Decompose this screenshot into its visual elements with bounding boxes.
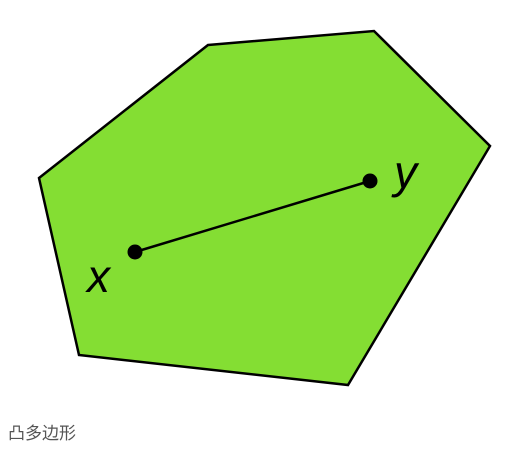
point-x-dot bbox=[127, 244, 143, 260]
figure-caption: 凸多边形 bbox=[8, 424, 76, 444]
point-y-label: y bbox=[391, 146, 420, 198]
convex-polygon bbox=[37, 29, 492, 387]
segment-x-y bbox=[134, 179, 371, 254]
point-x-label: x bbox=[85, 250, 112, 302]
point-y-dot bbox=[362, 173, 378, 189]
convex-polygon-diagram: x y bbox=[37, 29, 492, 387]
